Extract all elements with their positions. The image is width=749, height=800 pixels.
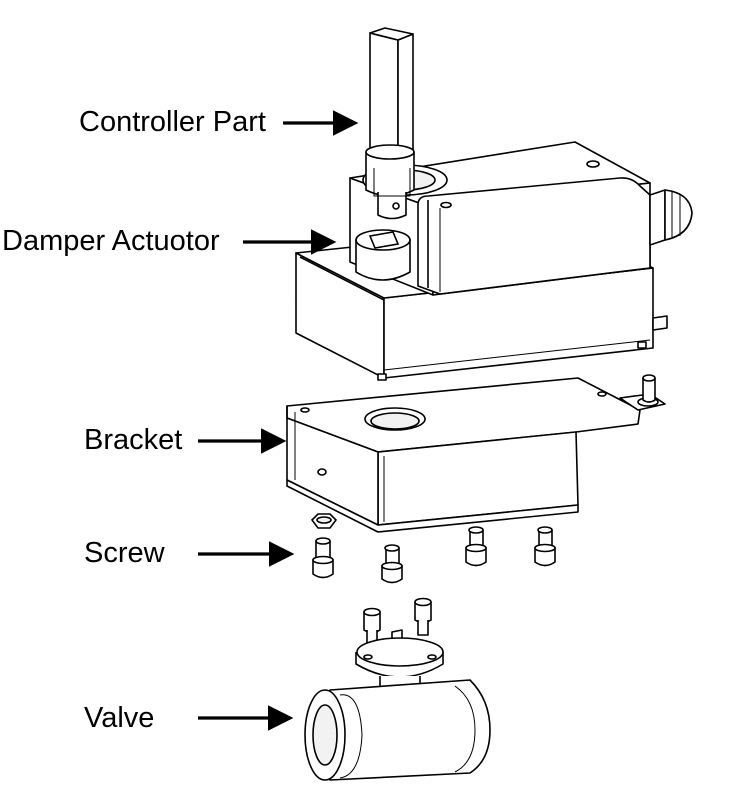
controller-part	[365, 27, 415, 220]
screw-2	[381, 544, 403, 584]
hex-nut	[310, 513, 338, 529]
valve	[304, 597, 491, 781]
label-screw: Screw	[84, 537, 165, 569]
screw-3	[465, 526, 487, 567]
screw-1	[312, 537, 334, 579]
label-bracket: Bracket	[84, 424, 183, 456]
label-controller-part: Controller Part	[79, 106, 266, 138]
valve-screw-right	[414, 597, 432, 636]
callout-arrows	[198, 110, 359, 731]
label-valve: Valve	[84, 702, 155, 734]
shaft-socket	[355, 229, 411, 281]
screws	[310, 513, 556, 584]
label-damper-actuator: Damper Actuotor	[2, 225, 220, 257]
bracket	[286, 374, 666, 533]
screw-4	[534, 526, 556, 567]
